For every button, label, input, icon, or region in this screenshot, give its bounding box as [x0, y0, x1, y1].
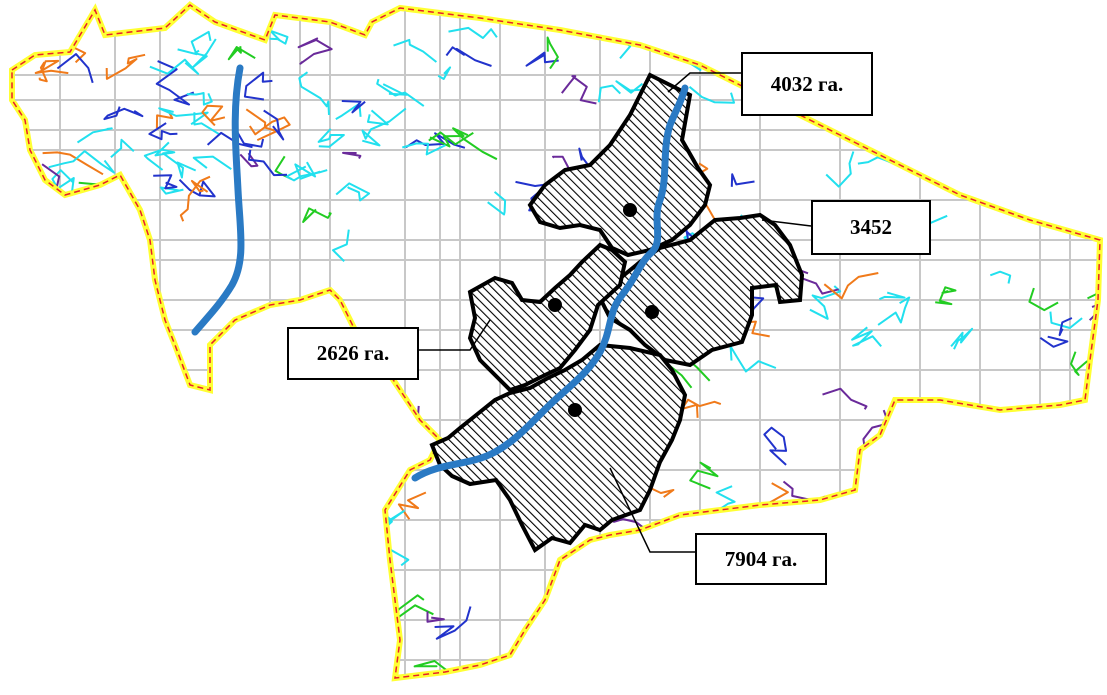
leader-lines	[419, 72, 812, 553]
settlement-marker-west	[548, 298, 562, 312]
leader-3452	[761, 219, 812, 227]
settlement-markers	[548, 203, 659, 417]
area-label-east: 3452	[811, 200, 931, 255]
area-label-west: 2626 га.	[287, 327, 419, 380]
settlement-marker-east	[645, 305, 659, 319]
settlement-marker-north	[623, 203, 637, 217]
area-label-south: 7904 га.	[695, 533, 827, 585]
leader-2626	[419, 319, 491, 351]
settlement-marker-south	[568, 403, 582, 417]
zone-south	[429, 342, 688, 553]
zone-west	[467, 242, 628, 393]
area-label-north: 4032 га.	[741, 52, 873, 116]
leader-4032	[667, 72, 741, 93]
leader-7904	[609, 467, 695, 553]
boundary-outline	[9, 1, 1103, 681]
zone-north	[527, 72, 713, 258]
river-main	[411, 84, 689, 482]
river-west	[191, 64, 245, 336]
